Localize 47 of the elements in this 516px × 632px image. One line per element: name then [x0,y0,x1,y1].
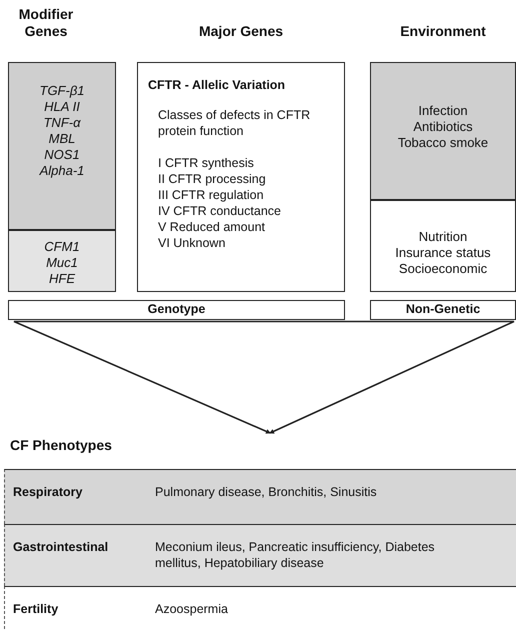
row-heading: Gastrointestinal [13,539,108,555]
list-item: Antibiotics [412,119,474,135]
list-item: Tobacco smoke [396,135,490,151]
list-item: Insurance status [394,245,492,261]
list-item: TGF-β1 [38,83,86,99]
category-bar [370,300,516,320]
table-heading: CF Phenotypes [10,437,112,453]
class-item: III CFTR regulation [158,187,265,203]
column-heading: Major Genes [198,23,284,40]
row-text: Azoospermia [155,601,229,617]
list-item: Socioeconomic [398,261,488,277]
bar-label: Genotype [146,301,206,318]
class-item: I CFTR synthesis [158,155,255,171]
list-item: Infection [417,103,469,119]
row-heading: Respiratory [13,484,82,500]
gene-box [370,62,516,200]
list-item: CFM1 [43,239,81,255]
table-row [4,586,516,629]
list-item: TNF-α [42,115,82,131]
list-item: NOS1 [43,147,81,163]
list-item: Alpha-1 [38,163,86,179]
list-item: HFE [48,271,76,287]
list-item: Muc1 [45,255,79,271]
class-item: V Reduced amount [158,219,266,235]
bar-label: Non-Genetic [404,301,482,318]
funnel-arrow [269,320,515,434]
list-item: MBL [48,131,76,147]
table-row [4,469,516,524]
table-row [4,524,516,586]
category-bar [8,300,345,320]
row-text: Pulmonary disease, Bronchitis, Sinusitis [155,484,378,500]
class-item: VI Unknown [158,235,226,251]
panel-heading: CFTR - Allelic Variation [148,77,286,93]
text-panel [137,62,345,292]
funnel-arrow [13,320,358,434]
gene-box [8,230,116,292]
list-item: HLA II [43,99,81,115]
column-heading: Environment [399,23,487,40]
gene-box [8,62,116,230]
class-item: IV CFTR conductance [158,203,282,219]
row-text: Meconium ileus, Pancreatic insufficiency, Diabetes mellitus, Hepatobiliary disease [155,539,436,571]
row-heading: Fertility [13,601,58,617]
column-heading: Modifier Genes [18,6,74,40]
class-item: II CFTR processing [158,171,267,187]
gene-box [370,200,516,292]
list-item: Nutrition [418,229,468,245]
description: Classes of defects in CFTR protein function [158,107,312,139]
